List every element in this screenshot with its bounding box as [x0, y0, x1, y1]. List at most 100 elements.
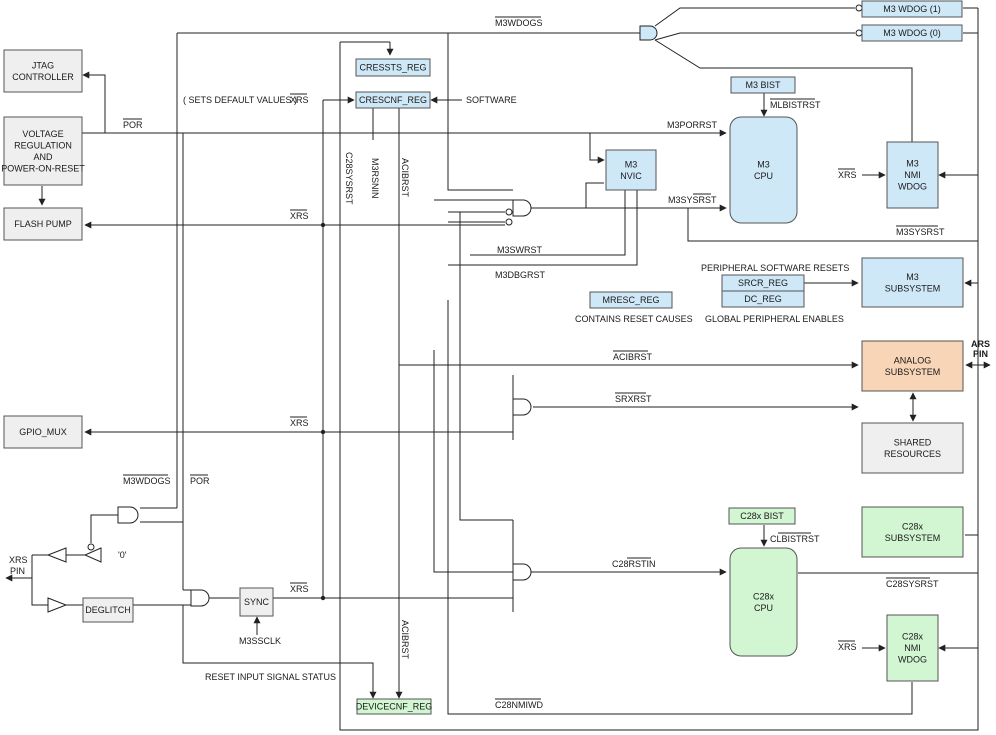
block-analog-label: SUBSYSTEM — [885, 367, 941, 377]
block-c28nmiwdog-label: WDOG — [898, 655, 927, 665]
input-buffer — [47, 597, 68, 613]
block-c28bist-label: C28x BIST — [740, 511, 784, 521]
block-m3nvic-label: NVIC — [620, 171, 642, 181]
block-c28cpu-box — [729, 547, 798, 657]
label-zero: '0' — [118, 550, 127, 560]
block-deglitch: DEGLITCH — [82, 597, 134, 623]
label-m3swrst: M3SWRST — [497, 245, 543, 255]
and-gate-wdog — [639, 25, 658, 41]
label-xrs-top: XRS — [290, 95, 309, 105]
label-xrs-c28nmi: XRS — [838, 642, 857, 652]
block-vreg-label: AND — [33, 152, 53, 162]
label-xrs-gpio: XRS — [290, 418, 309, 428]
label-m3sysrst2: M3SYSRST — [896, 227, 945, 237]
label-xrs-m3nmi: XRS — [838, 170, 857, 180]
block-jtag-box — [3, 49, 83, 93]
block-m3sub-box — [861, 257, 964, 308]
label-xrs-sync: XRS — [290, 584, 309, 594]
block-mresc: MRESC_REG — [589, 291, 673, 309]
block-c28sub-label: SUBSYSTEM — [885, 533, 941, 543]
label-m3ssclk: M3SSCLK — [239, 636, 281, 646]
block-c28cpu-label: CPU — [754, 603, 773, 613]
label-sets-default: ( SETS DEFAULT VALUES ) — [183, 95, 297, 105]
and-gate-m3 — [512, 199, 532, 217]
label-contains-reset: CONTAINS RESET CAUSES — [575, 314, 693, 324]
wiring — [5, 7, 991, 731]
block-deglitch-box — [82, 597, 134, 623]
block-m3sub-label: SUBSYSTEM — [885, 283, 941, 293]
block-m3wdog1-label: M3 WDOG (1) — [883, 4, 941, 14]
label-m3porrst: M3PORRST — [667, 120, 718, 130]
block-m3cpu-box — [729, 116, 798, 224]
label-acibrst-v1: ACIBRST — [400, 158, 410, 198]
block-shared-label: RESOURCES — [884, 449, 941, 459]
block-c28cpu-label: C28x — [753, 591, 775, 601]
block-m3wdog1-box — [861, 0, 963, 18]
block-cressts-box — [355, 58, 431, 77]
block-m3bist: M3 BIST — [730, 76, 796, 94]
output-buffer — [46, 547, 67, 563]
block-m3nmiwdog-label: WDOG — [898, 182, 927, 192]
label-reset-input-status: RESET INPUT SIGNAL STATUS — [205, 672, 336, 682]
block-gpio-box — [3, 415, 83, 449]
block-analog-box — [861, 340, 964, 392]
block-jtag-label: JTAG — [32, 60, 54, 70]
label-m3rsnin-v: M3RSNIN — [370, 158, 380, 199]
tristate-buffer — [83, 547, 102, 563]
block-dcreg-label: DC_REG — [744, 294, 782, 304]
block-srcr: SRCR_REG — [721, 274, 805, 292]
block-jtag: JTAG CONTROLLER — [3, 49, 83, 93]
block-m3bist-label: M3 BIST — [745, 80, 781, 90]
block-shared-label: SHARED — [894, 437, 932, 447]
label-c28rstin: C28RSTIN — [612, 559, 656, 569]
block-flash-box — [3, 207, 83, 241]
block-m3nmiwdog-box — [886, 141, 939, 209]
label-xrs-pin-2: PIN — [10, 566, 25, 576]
block-c28nmiwdog-label: NMI — [904, 643, 921, 653]
label-clbistrst: CLBISTRST — [770, 534, 820, 544]
block-sync: SYNC — [239, 587, 274, 617]
and-gate-xrs — [190, 589, 210, 607]
block-vreg-label: REGULATION — [14, 140, 72, 150]
and-gate-c28 — [512, 563, 532, 581]
block-gpio-label: GPIO_MUX — [19, 427, 67, 437]
block-vreg-label: VOLTAGE — [22, 129, 63, 139]
block-mresc-box — [589, 291, 673, 309]
block-shared-box — [861, 422, 964, 474]
block-shared: SHARED RESOURCES — [861, 422, 964, 474]
block-m3nmiwdog-label: M3 — [906, 159, 919, 169]
block-crescnf-box — [355, 91, 431, 109]
block-flash-label: FLASH PUMP — [14, 219, 72, 229]
label-ars-pin-2: PIN — [973, 349, 988, 359]
block-sync-box — [239, 587, 274, 617]
label-m3wdogs-top: M3WDOGS — [495, 18, 543, 28]
block-mresc-label: MRESC_REG — [602, 295, 659, 305]
block-m3wdog0: M3 WDOG (0) — [861, 24, 963, 42]
block-srcr-label: SRCR_REG — [738, 278, 788, 288]
block-m3wdog1: M3 WDOG (1) — [861, 0, 963, 18]
label-m3dbgrst: M3DBGRST — [495, 270, 546, 280]
block-m3cpu-label: CPU — [754, 171, 773, 181]
label-xrs-pin-1: XRS — [9, 555, 28, 565]
block-c28sub-label: C28x — [902, 521, 924, 531]
block-dcreg-box — [721, 290, 805, 308]
label-c28nmiwd: C28NMIWD — [495, 700, 544, 710]
label-m3wdogs-mid: M3WDOGS — [123, 476, 171, 486]
block-m3cpu-label: M3 — [757, 159, 770, 169]
block-flash: FLASH PUMP — [3, 207, 83, 241]
block-m3wdog0-box — [861, 24, 963, 42]
block-dcreg: DC_REG — [721, 290, 805, 308]
block-c28bist-box — [728, 507, 796, 525]
block-jtag-label: CONTROLLER — [12, 72, 74, 82]
label-ars-pin-1: ARS — [971, 339, 990, 349]
block-crescnf-label: CRESCNF_REG — [359, 95, 427, 105]
block-cressts: CRESSTS_REG — [355, 58, 431, 77]
label-c28sysrst-h: C28SYSRST — [886, 579, 939, 589]
